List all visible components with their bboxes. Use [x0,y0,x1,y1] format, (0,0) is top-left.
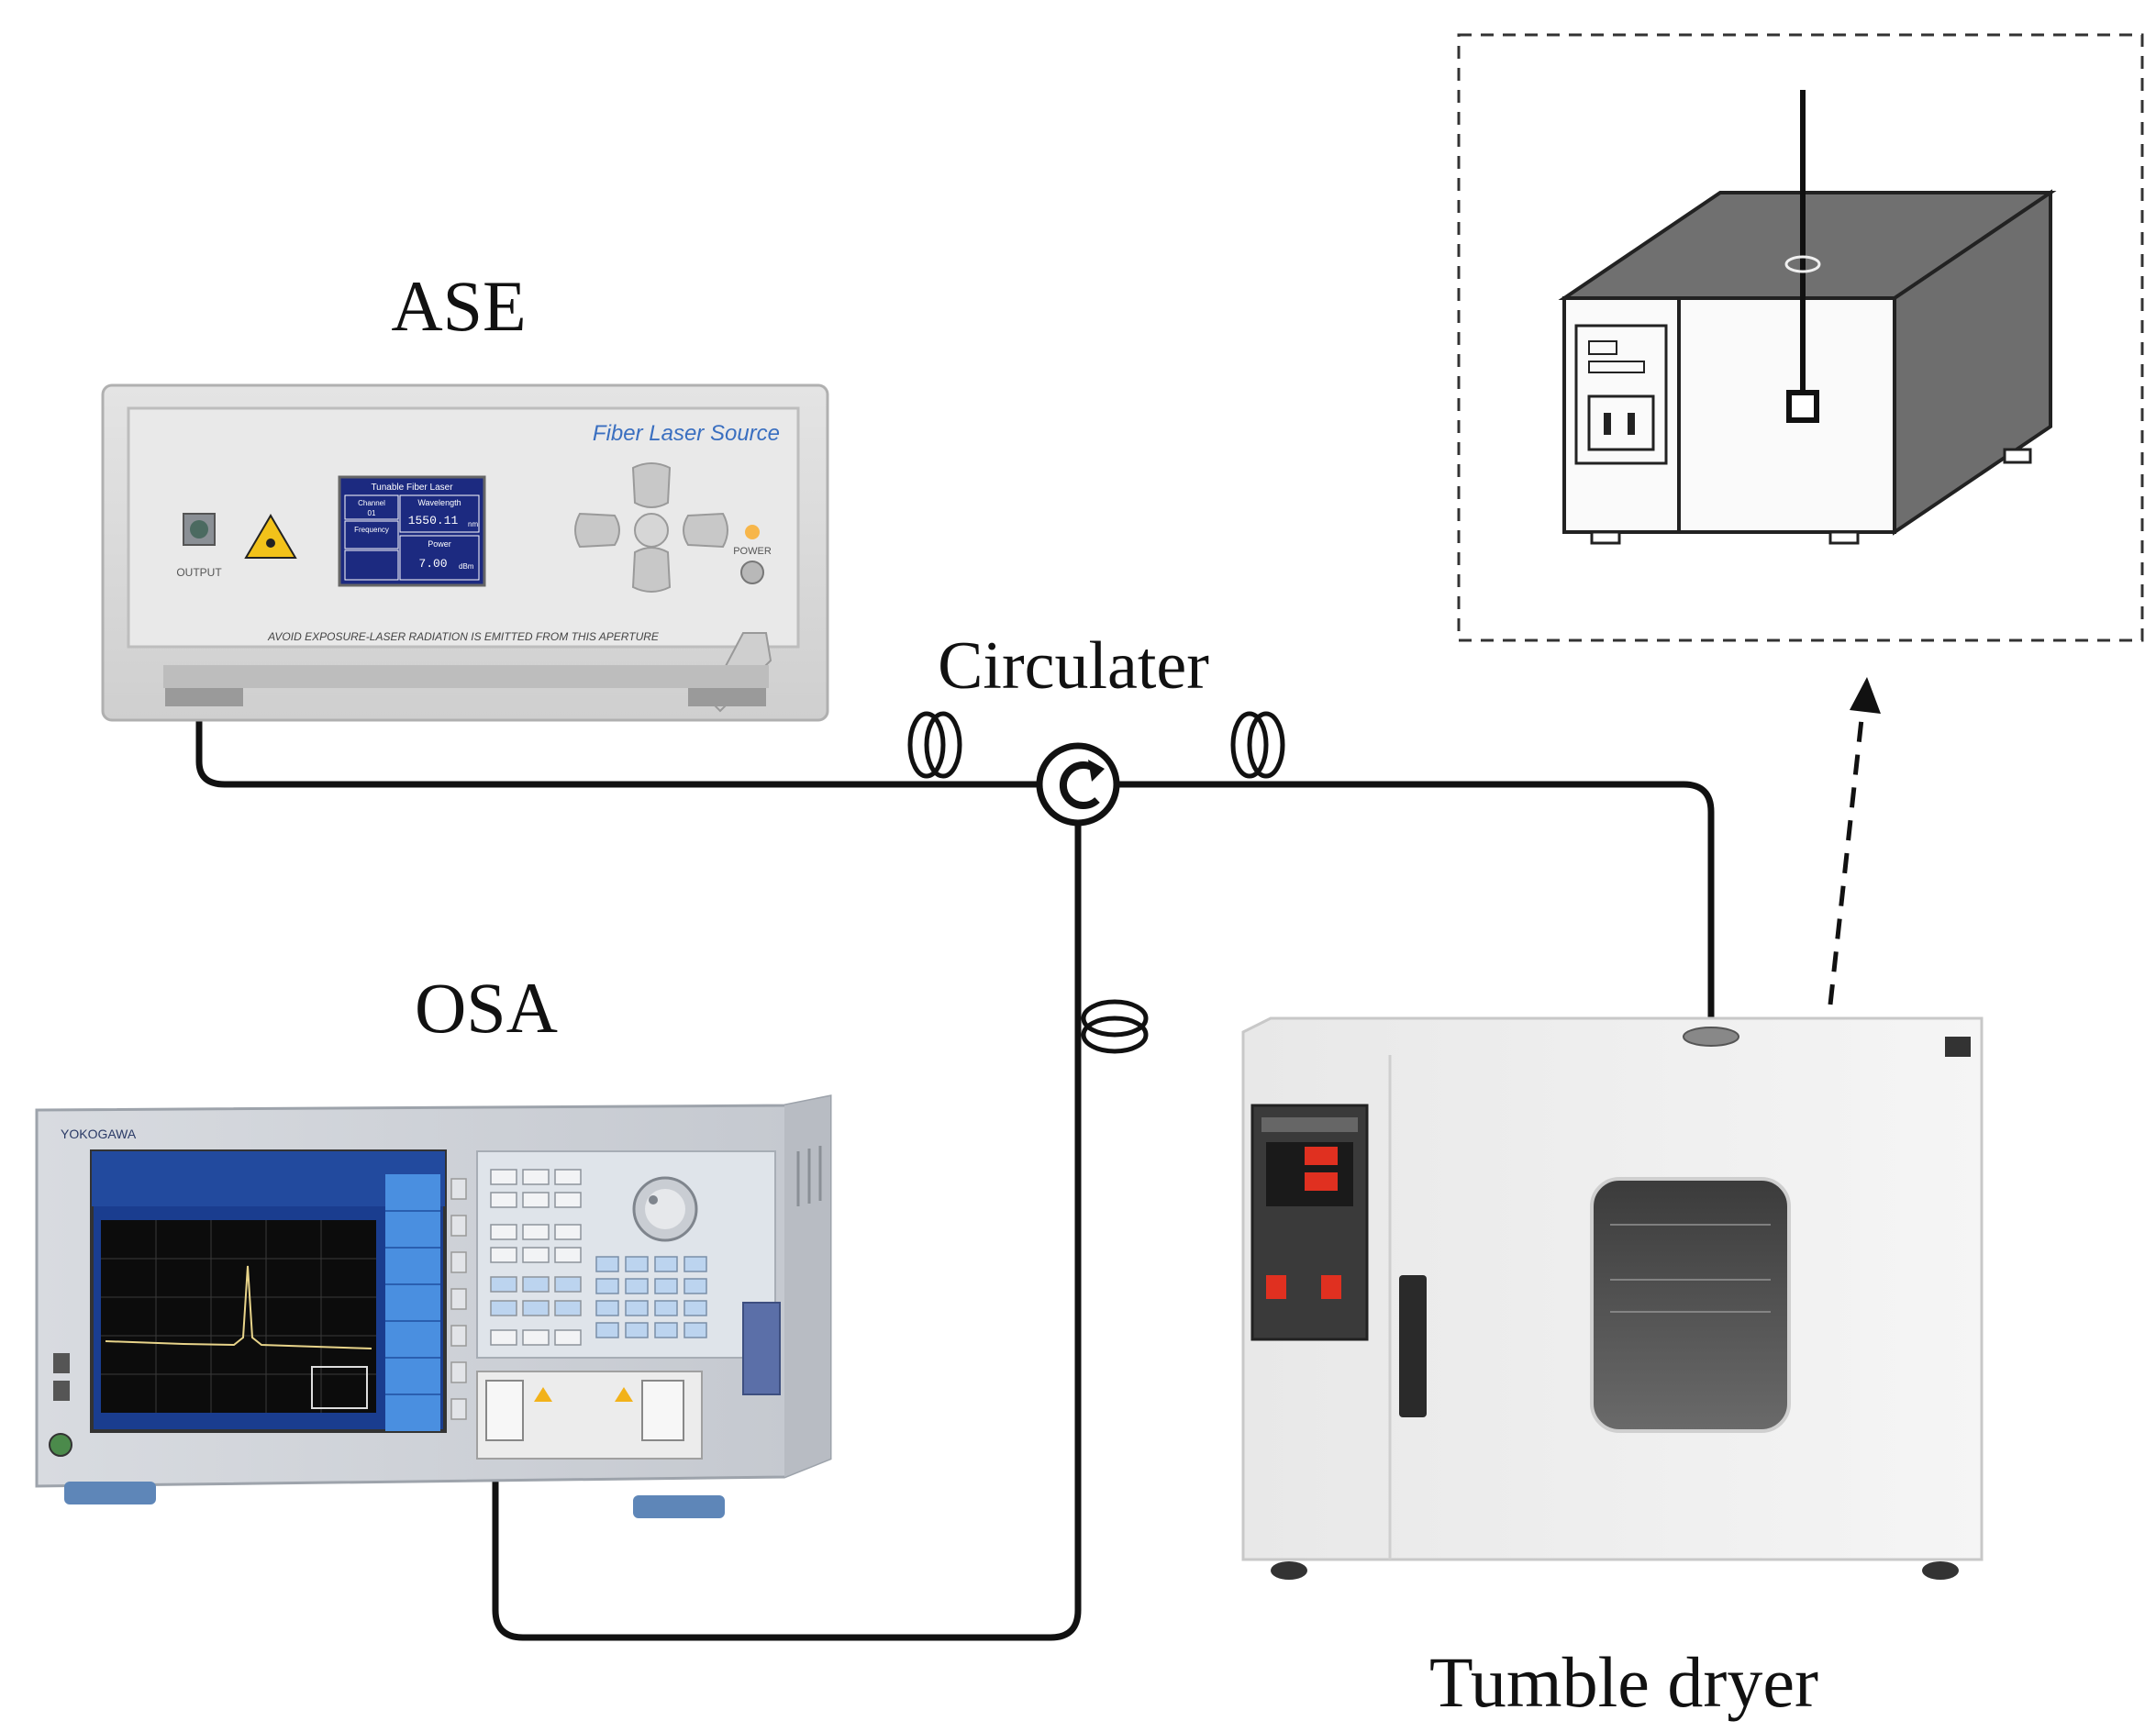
ase-power-led [745,525,760,539]
fiber-circulator-to-osa [492,816,1082,1641]
ase-power-value: 7.00 [418,557,447,571]
ase-dpad [574,462,728,593]
dryer-window [1590,1177,1791,1433]
circulator-symbol [1036,742,1120,827]
dryer-display-top [1305,1147,1338,1165]
fiber-coil-left [907,711,962,779]
ase-device: Fiber Laser Source OUTPUT Tunable Fiber … [101,383,829,722]
ase-label: ASE [391,266,526,346]
osa-brand-text: YOKOGAWA [61,1127,137,1141]
dryer-control-panel [1250,1104,1369,1341]
dryer-label: Tumble dryer [1429,1642,1818,1722]
osa-power-button [49,1433,72,1457]
osa-keys [490,1169,582,1346]
fiber-ase-to-dryer [195,523,1715,1037]
ase-warning-text: AVOID EXPOSURE-LASER RADIATION IS EMITTE… [267,630,660,643]
ase-output-label: OUTPUT [176,566,222,579]
zoom-arrow [1828,677,1881,1005]
osa-vent [796,1146,822,1206]
ase-brand-text: Fiber Laser Source [593,421,780,446]
fiber-coil-right [1230,711,1285,779]
dryer-indicator-right [1321,1275,1341,1299]
osa-label: OSA [415,968,558,1048]
circulator-label: Circulater [938,628,1209,704]
dryer-handle [1399,1275,1427,1417]
fiber-coil-vertical [1081,999,1149,1054]
ase-key-switch [740,561,764,584]
dryer-top-port [1683,1027,1739,1047]
osa-usb-port [53,1353,70,1373]
dryer-device [1241,1016,1984,1580]
ase-screen-title: Tunable Fiber Laser [371,483,453,493]
ase-power-key-label: POWER [733,546,772,557]
ase-channel-label: Channel [358,499,385,507]
laser-warning-icon [244,514,297,559]
osa-spectrum-trace [105,1265,372,1349]
dryer-indicator-left [1266,1275,1286,1299]
sensor-icon [1786,390,1819,423]
osa-grid [101,1220,376,1413]
ase-wavelength-unit: nm [468,520,478,528]
ase-frequency-label: Frequency [354,526,389,534]
osa-keypad [595,1256,707,1338]
ase-power-unit: dBm [459,562,474,571]
ase-channel-value: 01 [368,509,376,517]
osa-side-keys [450,1178,467,1420]
ase-power-label: Power [428,539,451,549]
ase-wavelength-value: 1550.11 [408,514,459,527]
ase-wavelength-label: Wavelength [417,498,461,507]
osa-input-port [485,1380,524,1441]
schematic-inset [1457,33,2144,642]
osa-device: YOKOGAWA [35,1094,832,1518]
dryer-display-bottom [1305,1172,1338,1191]
